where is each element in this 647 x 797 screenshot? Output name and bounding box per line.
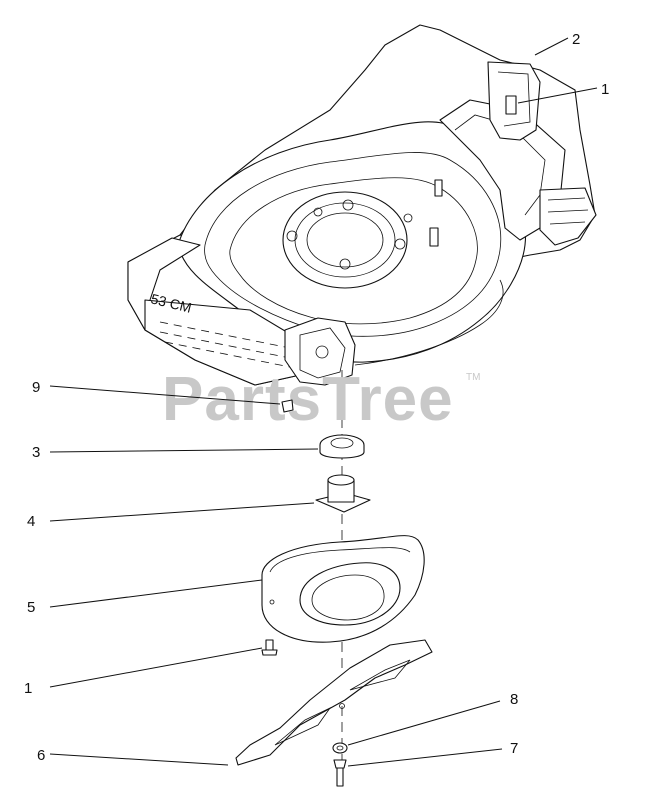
callout-6: 6 [37, 747, 45, 764]
callout-2-top: 2 [572, 31, 580, 48]
part-7-bolt [333, 759, 347, 787]
callout-1-top: 1 [601, 81, 609, 98]
callout-leaders [49, 37, 598, 767]
mower-deck-housing: 53 CM [127, 24, 597, 386]
part-4-adapter [315, 474, 371, 513]
callout-labels: 2 1 9 3 4 5 1 6 8 7 [24, 31, 609, 764]
callout-9: 9 [32, 379, 40, 396]
watermark-text: PartsTree [162, 365, 454, 434]
callout-4: 4 [27, 513, 35, 530]
part-6-blade [235, 639, 433, 766]
part-3-bearing [319, 434, 365, 459]
part-9-screw [281, 399, 294, 413]
callout-7: 7 [510, 740, 518, 757]
callout-3: 3 [32, 444, 40, 461]
part-1-bottom-screw [261, 639, 278, 656]
callout-8: 8 [510, 691, 518, 708]
part-8-washer [332, 742, 348, 754]
watermark: PartsTree TM [162, 365, 480, 434]
callout-5: 5 [27, 599, 35, 616]
watermark-tm: TM [466, 372, 480, 383]
part-5-baffle [261, 535, 425, 643]
callout-1-bottom: 1 [24, 680, 32, 697]
